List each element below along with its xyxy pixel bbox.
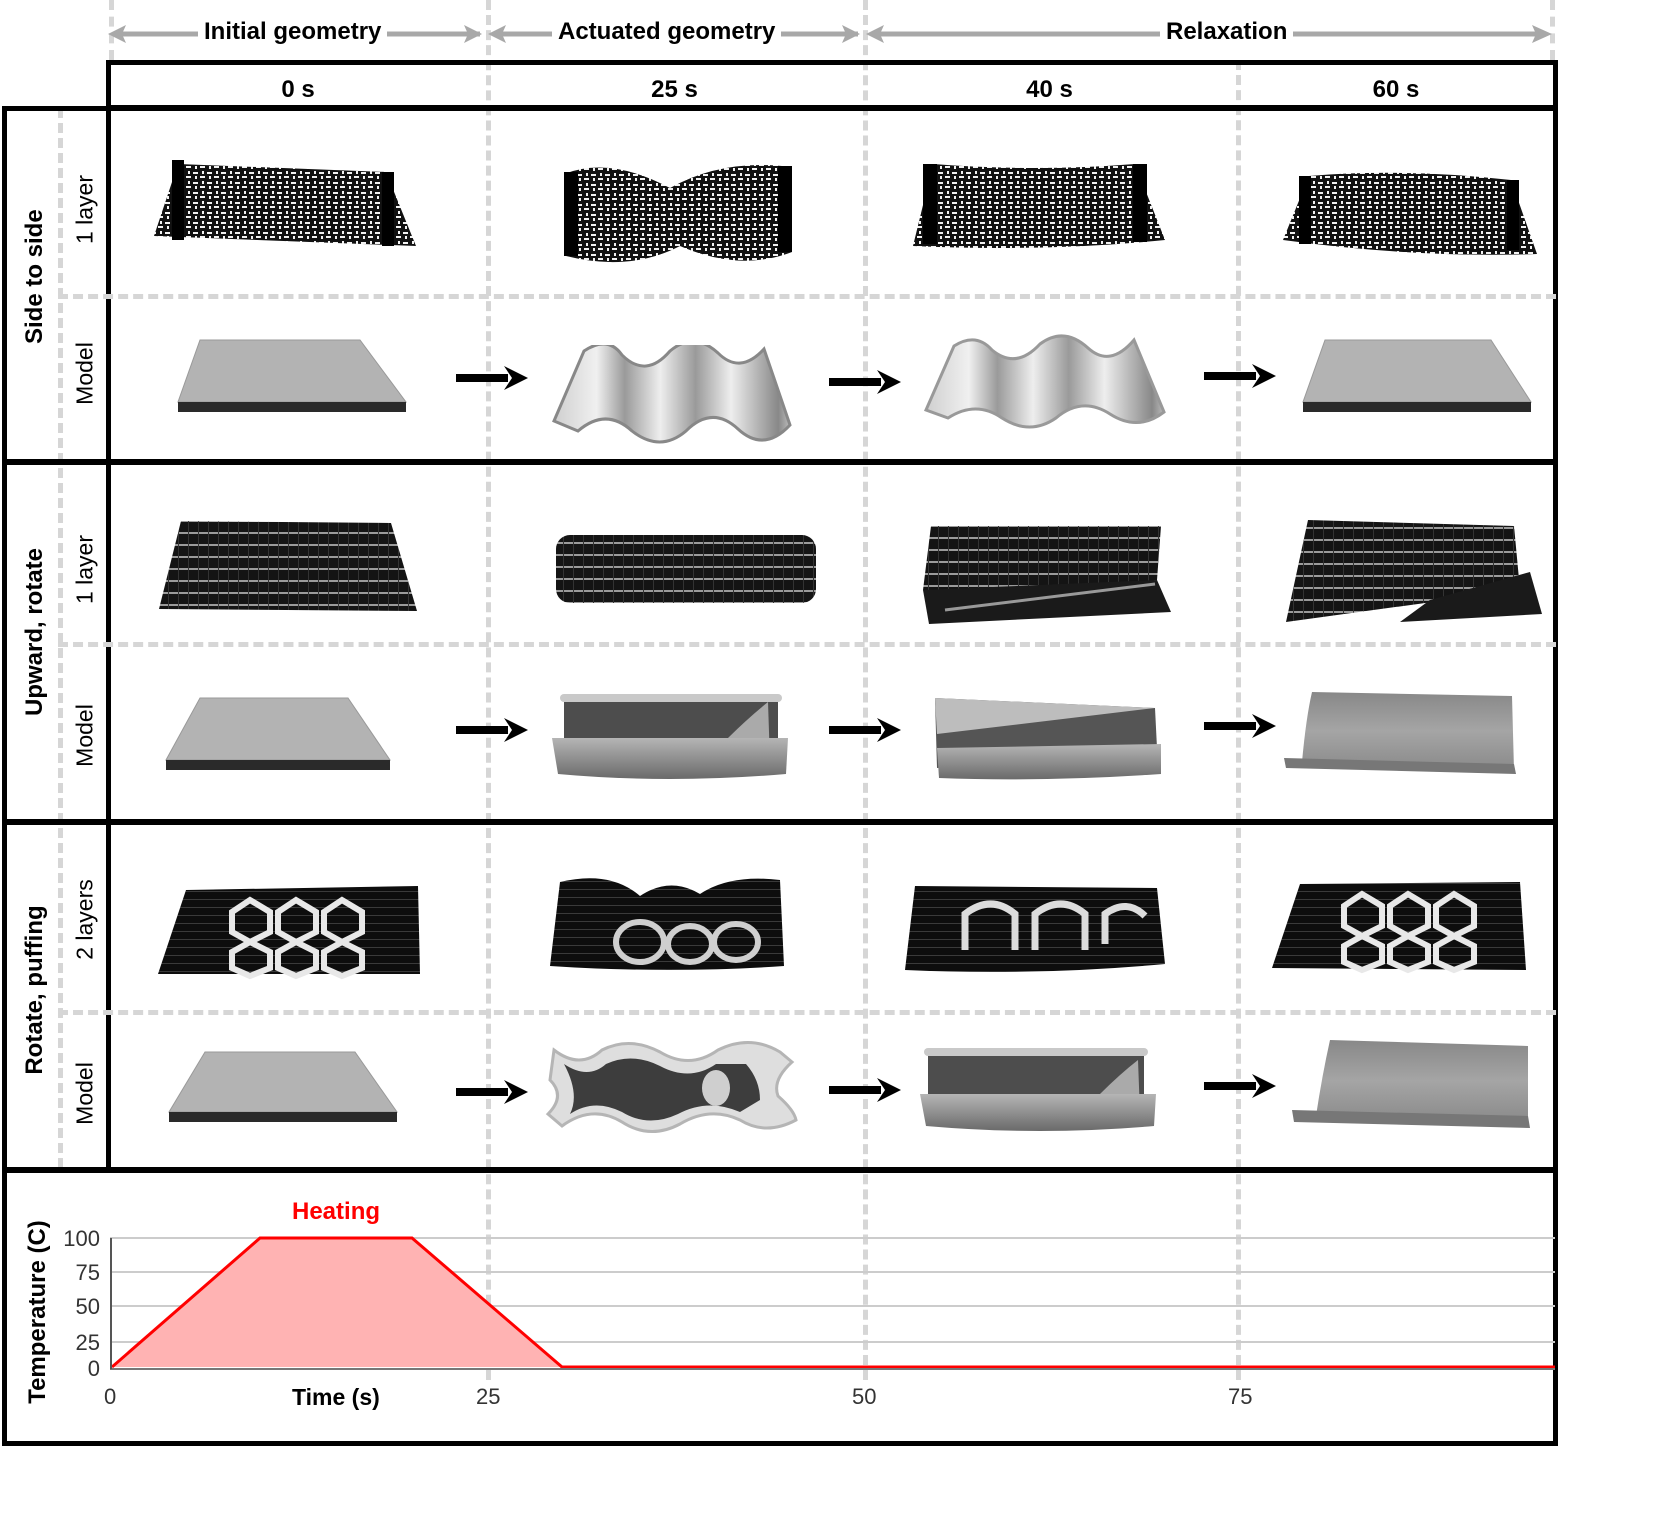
model-twisted-half-tube bbox=[935, 698, 1161, 780]
row-separator-1 bbox=[58, 294, 1556, 299]
photo-side-to-side-0s bbox=[154, 160, 416, 246]
time-label-0: 0 s bbox=[281, 76, 315, 103]
photo-rotate-puffing-40s bbox=[905, 886, 1165, 972]
chart-y-axis-label: Temperature (C) bbox=[24, 1220, 51, 1404]
model-flat-plate-b bbox=[1302, 339, 1532, 412]
phase-label-relaxation: Relaxation bbox=[1160, 18, 1294, 46]
model-half-tube-b bbox=[920, 1048, 1156, 1131]
photo-rotate-puffing-60s bbox=[1272, 882, 1526, 974]
row-sublabel-1layer-b: 1 layer bbox=[71, 534, 98, 605]
photo-upward-rotate-40s bbox=[923, 526, 1171, 624]
time-label-2: 40 s bbox=[1026, 76, 1073, 103]
y-tick-100: 100 bbox=[63, 1226, 100, 1251]
time-label-3: 60 s bbox=[1372, 76, 1420, 103]
guide-line-label-column bbox=[58, 108, 63, 1168]
right-arrow-icon bbox=[1204, 1074, 1276, 1098]
right-arrow-icon bbox=[1204, 364, 1276, 388]
guide-line-75s bbox=[1236, 60, 1241, 1380]
row-sublabel-model-c: Model bbox=[71, 1062, 98, 1125]
right-arrow-icon bbox=[456, 1080, 528, 1104]
model-sine-wave-a bbox=[552, 345, 792, 444]
model-curled-sheet-a bbox=[1284, 692, 1516, 774]
model-curled-sheet-b bbox=[1292, 1040, 1530, 1128]
chart-x-axis-label: Time (s) bbox=[292, 1384, 380, 1410]
x-tick-25: 25 bbox=[476, 1384, 501, 1409]
row-label-rotate-puffing: Rotate, puffing bbox=[21, 905, 48, 1075]
time-label-1: 25 s bbox=[651, 76, 698, 103]
model-sine-wave-b bbox=[923, 334, 1166, 429]
photo-upward-rotate-0s bbox=[159, 521, 417, 611]
photo-rotate-puffing-25s bbox=[550, 878, 784, 970]
row-sublabel-1layer-a: 1 layer bbox=[71, 174, 98, 245]
right-arrow-icon bbox=[1204, 714, 1276, 738]
photo-upward-rotate-25s bbox=[556, 535, 816, 603]
phase-label-initial: Initial geometry bbox=[198, 18, 388, 46]
y-tick-75: 75 bbox=[75, 1260, 100, 1285]
x-tick-0: 0 bbox=[104, 1384, 117, 1409]
y-tick-25: 25 bbox=[75, 1330, 100, 1355]
photo-side-to-side-40s bbox=[913, 164, 1165, 248]
model-flat-plate-a bbox=[177, 339, 407, 412]
right-arrow-icon bbox=[829, 1078, 901, 1102]
row-label-upward-rotate: Upward, rotate bbox=[21, 547, 48, 717]
row-sublabel-model-b: Model bbox=[71, 704, 98, 767]
photo-side-to-side-60s bbox=[1283, 172, 1537, 255]
right-arrow-icon bbox=[456, 718, 528, 742]
heating-annotation: Heating bbox=[292, 1198, 381, 1225]
photo-side-to-side-25s bbox=[564, 164, 792, 263]
temperature-chart-panel bbox=[2, 1168, 1558, 1446]
right-arrow-icon bbox=[829, 370, 901, 394]
row-sublabel-model-a: Model bbox=[71, 342, 98, 405]
guide-line-50s bbox=[863, 0, 868, 1380]
photo-rotate-puffing-0s bbox=[158, 886, 420, 980]
photo-upward-rotate-60s bbox=[1286, 520, 1542, 622]
guide-line-25s bbox=[486, 0, 491, 1380]
guide-line-0s bbox=[109, 0, 114, 60]
x-tick-50: 50 bbox=[852, 1384, 877, 1409]
model-flat-plate-d bbox=[168, 1051, 398, 1122]
model-flat-plate-c bbox=[165, 697, 391, 770]
model-puffed-wave-tube bbox=[545, 1040, 798, 1134]
x-tick-75: 75 bbox=[1228, 1384, 1253, 1409]
row-separator-2 bbox=[58, 642, 1556, 647]
label-column-divider bbox=[106, 106, 111, 1172]
row-separator-3 bbox=[58, 1010, 1556, 1015]
row-label-side-to-side: Side to side bbox=[21, 209, 48, 344]
guide-line-end bbox=[1550, 0, 1555, 60]
model-half-tube-a bbox=[552, 694, 788, 779]
phase-label-actuated: Actuated geometry bbox=[552, 18, 782, 46]
y-tick-0: 0 bbox=[87, 1356, 100, 1381]
temperature-chart bbox=[110, 1236, 1555, 1370]
y-tick-50: 50 bbox=[75, 1294, 100, 1319]
right-arrow-icon bbox=[456, 366, 528, 390]
row-sublabel-2layers: 2 layers bbox=[71, 879, 98, 960]
right-arrow-icon bbox=[829, 718, 901, 742]
